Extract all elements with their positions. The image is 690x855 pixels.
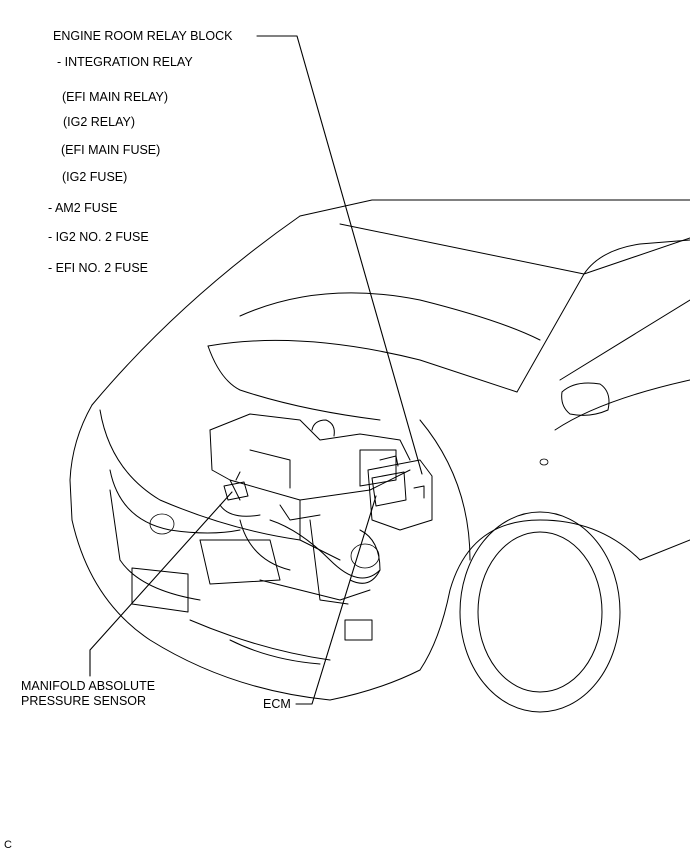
label-am2-fuse: - AM2 FUSE [48, 201, 118, 215]
label-ig2-relay: (IG2 RELAY) [63, 115, 136, 129]
label-engine-room-relay-block: ENGINE ROOM RELAY BLOCK [53, 29, 233, 43]
label-ig2-fuse: (IG2 FUSE) [62, 170, 128, 184]
label-map-sensor-line2: PRESSURE SENSOR [21, 694, 147, 708]
leader-ecm [295, 495, 377, 705]
leader-relay-block [256, 35, 423, 475]
label-efi-no2-fuse: - EFI NO. 2 FUSE [48, 261, 149, 275]
label-ig2-no2-fuse: - IG2 NO. 2 FUSE [48, 230, 149, 244]
ecm-relay-block [367, 455, 433, 531]
label-ecm: ECM [263, 697, 291, 711]
leader-map-sensor [89, 491, 233, 677]
leader-lines [89, 35, 423, 705]
map-sensor [223, 471, 249, 501]
car-body [69, 199, 690, 713]
engine-assembly [199, 413, 411, 605]
figure-code: C [4, 839, 12, 851]
label-map-sensor-line1: MANIFOLD ABSOLUTE [21, 679, 156, 693]
label-integration-relay: - INTEGRATION RELAY [57, 55, 193, 69]
label-efi-main-relay: (EFI MAIN RELAY) [62, 90, 169, 104]
label-efi-main-fuse: (EFI MAIN FUSE) [61, 143, 161, 157]
